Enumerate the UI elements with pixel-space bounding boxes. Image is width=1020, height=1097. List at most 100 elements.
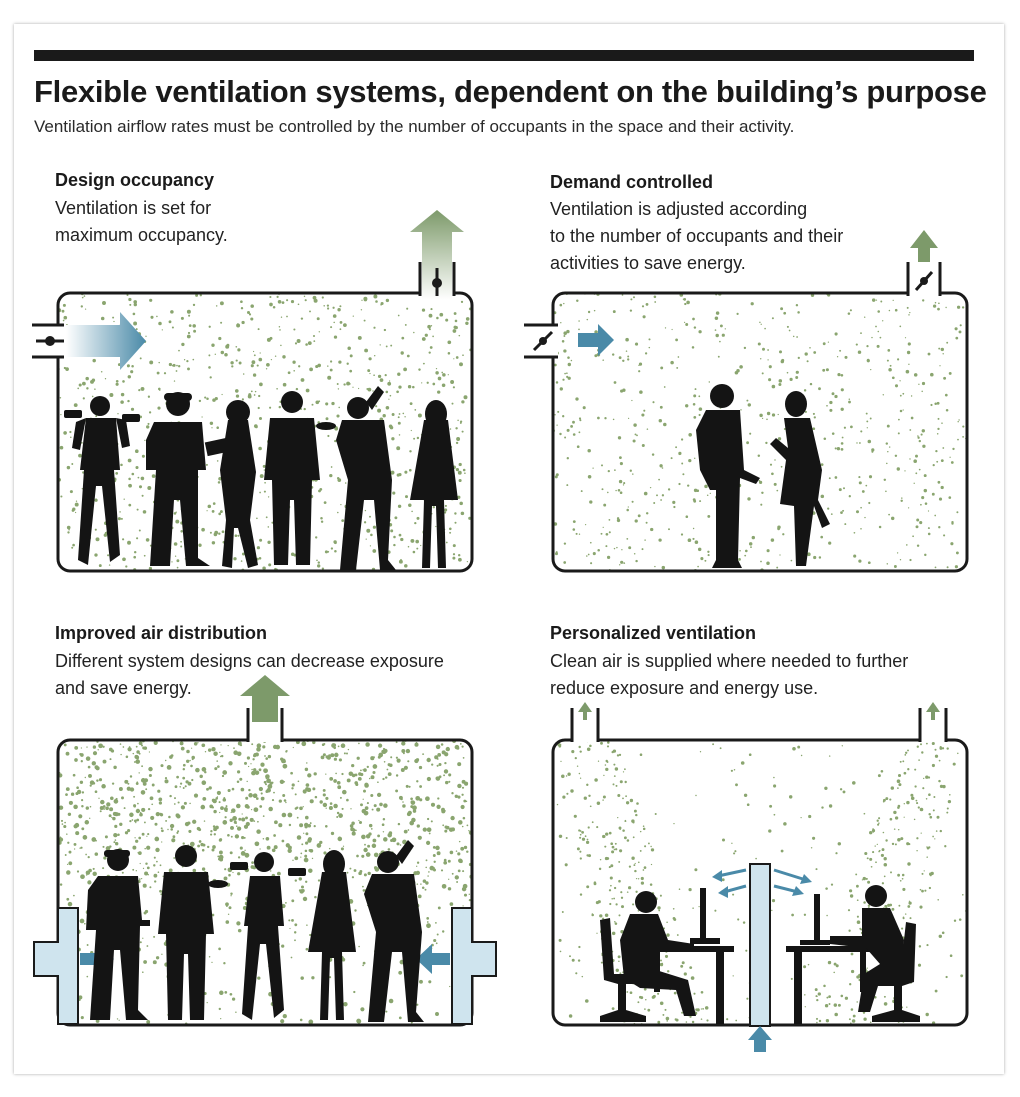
air-particle [433, 868, 436, 872]
air-particle [948, 371, 952, 375]
air-particle [336, 780, 341, 785]
air-particle [95, 415, 98, 418]
air-particle [136, 818, 140, 822]
air-particle [455, 467, 460, 472]
air-particle [73, 848, 76, 850]
air-particle [369, 515, 371, 518]
air-particle [626, 891, 629, 893]
air-particle [432, 506, 435, 509]
air-particle [940, 347, 945, 352]
air-particle [681, 462, 684, 465]
air-particle [940, 485, 944, 490]
air-particle [244, 762, 247, 764]
air-particle [59, 445, 64, 450]
air-particle [759, 321, 761, 324]
air-particle [615, 968, 619, 972]
air-particle [745, 949, 748, 952]
air-particle [883, 478, 887, 482]
air-particle [936, 815, 940, 819]
air-particle [888, 368, 892, 372]
air-particle [133, 795, 136, 798]
air-particle [839, 349, 842, 352]
air-particle [633, 423, 637, 427]
air-particle [857, 350, 862, 354]
air-particle [829, 400, 833, 405]
air-particle [212, 502, 216, 505]
air-particle [420, 883, 422, 885]
air-particle [457, 783, 462, 789]
air-particle [886, 563, 889, 565]
air-particle [351, 831, 356, 836]
air-particle [282, 794, 286, 797]
air-particle [451, 872, 454, 875]
air-particle [311, 403, 314, 406]
air-particle [586, 838, 589, 841]
air-particle [783, 311, 787, 315]
air-particle [136, 750, 140, 754]
air-particle [442, 930, 445, 933]
air-particle [349, 867, 352, 870]
air-particle [649, 883, 653, 886]
air-particle [265, 757, 269, 760]
air-particle [875, 325, 877, 328]
air-particle [893, 810, 897, 815]
air-particle [231, 365, 234, 368]
air-particle [312, 334, 316, 338]
air-particle [141, 832, 145, 836]
air-particle [624, 768, 626, 771]
air-particle [451, 792, 454, 795]
air-particle [384, 373, 387, 377]
air-particle [641, 443, 645, 448]
air-particle [642, 827, 646, 831]
air-particle [792, 335, 795, 338]
air-particle [641, 413, 645, 417]
air-particle [232, 871, 234, 874]
air-particle [902, 760, 905, 763]
air-particle [934, 566, 937, 569]
air-particle [71, 509, 75, 512]
air-particle [462, 870, 465, 873]
air-particle [454, 744, 460, 750]
air-particle [843, 487, 845, 490]
air-particle [367, 369, 371, 373]
air-particle [466, 850, 469, 853]
air-particle [956, 511, 959, 514]
air-particle [804, 994, 806, 996]
air-particle [898, 904, 901, 907]
air-particle [291, 899, 295, 903]
air-particle [574, 756, 577, 760]
air-particle [382, 777, 385, 781]
air-particle [122, 746, 125, 748]
air-particle [619, 849, 623, 853]
air-particle [640, 876, 644, 881]
air-particle [693, 416, 697, 419]
air-particle [305, 783, 310, 787]
air-particle [360, 1007, 365, 1012]
air-particle [122, 538, 125, 541]
air-particle [238, 361, 242, 365]
air-particle [281, 839, 285, 843]
air-particle [570, 359, 573, 362]
air-particle [780, 465, 783, 468]
air-particle [141, 494, 144, 497]
air-particle [468, 898, 472, 902]
air-particle [897, 838, 901, 842]
air-particle [406, 354, 410, 358]
air-particle [949, 794, 951, 796]
air-particle [453, 358, 455, 360]
air-particle [601, 488, 604, 491]
air-particle [414, 742, 419, 747]
air-particle [195, 767, 200, 773]
air-particle [325, 807, 327, 809]
air-particle [575, 972, 578, 975]
air-particle [140, 476, 145, 481]
air-particle [98, 778, 103, 782]
air-particle [451, 402, 454, 405]
air-particle [176, 831, 179, 834]
air-particle [360, 803, 363, 807]
air-particle [262, 837, 265, 840]
air-particle [204, 751, 207, 753]
air-particle [634, 433, 637, 436]
air-particle [111, 782, 115, 785]
air-particle [207, 504, 212, 509]
